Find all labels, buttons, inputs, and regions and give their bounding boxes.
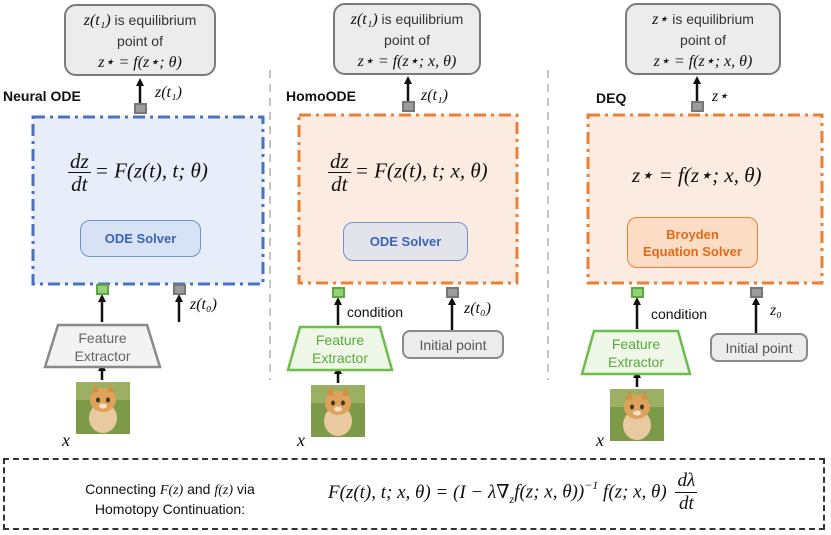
homoode-eq-rhs: = F(z(t), t; x, θ) xyxy=(354,158,488,183)
deq-equilibrium-box: z⋆ is equilibrium point of z⋆ = f(z⋆; x,… xyxy=(625,3,781,75)
homoode-initial-point: Initial point xyxy=(402,330,504,359)
homoode-eq-den: dt xyxy=(331,172,348,196)
deq-initial-port xyxy=(750,287,763,298)
homoode-input-image xyxy=(311,385,365,437)
homotopy-frac-num: dλ xyxy=(675,470,698,493)
deq-title: DEQ xyxy=(596,90,627,106)
neural-ode-top-math1: z(t₁) xyxy=(83,12,111,29)
homotopy-eq-sub: z xyxy=(509,491,515,506)
neural-ode-output-port xyxy=(134,103,147,114)
neural-ode-box xyxy=(31,115,265,286)
homoode-output-port xyxy=(402,101,415,112)
deq-top-text1: is equilibrium xyxy=(668,11,754,27)
neural-ode-top-text1: is equilibrium xyxy=(110,12,197,28)
homotopy-eq-sup: −1 xyxy=(584,477,599,492)
homoode-condition-port xyxy=(332,287,345,298)
deq-solver: Broyden Equation Solver xyxy=(627,217,758,268)
neural-ode-title: Neural ODE xyxy=(3,88,81,104)
neural-ode-initial-port xyxy=(173,284,186,295)
deq-initial-point: Initial point xyxy=(710,333,808,362)
homotopy-text-line2: Homotopy Continuation: xyxy=(94,501,246,517)
deq-extractor-line1: Feature xyxy=(611,336,661,352)
homoode-condition-label: condition xyxy=(347,304,404,320)
deq-input-label: x xyxy=(596,430,604,450)
homotopy-description: Connecting F(z) and f(z) via Homotopy Co… xyxy=(45,480,295,519)
deq-top-math1: z⋆ xyxy=(652,11,669,28)
neural-ode-input-label: x xyxy=(62,430,70,450)
neural-ode-top-math3: z⋆ = f(z⋆; θ) xyxy=(98,54,182,71)
homoode-extractor-shape xyxy=(286,325,394,372)
deq-solver-line1: Broyden xyxy=(666,226,719,242)
deq-input-image xyxy=(610,389,664,441)
homotopy-box xyxy=(3,458,825,530)
homoode-extractor-line1: Feature xyxy=(315,332,365,348)
neural-ode-initial-label: z(t₀) xyxy=(190,296,217,313)
homotopy-text-via: via xyxy=(233,481,255,497)
homotopy-equation: F(z(t), t; x, θ) = (I − λ∇zf(z; x, θ))−1… xyxy=(328,470,701,515)
deq-extractor: Feature Extractor xyxy=(590,335,682,371)
homoode-solver: ODE Solver xyxy=(343,222,468,261)
homotopy-frac-den: dt xyxy=(678,493,694,514)
neural-ode-eq-den: dt xyxy=(71,172,88,196)
neural-ode-eq-rhs: = F(z(t), t; θ) xyxy=(94,158,208,183)
neural-ode-output-label: z(t₁) xyxy=(155,84,182,101)
homoode-title: HomoODE xyxy=(286,88,356,104)
homoode-top-text1: is equilibrium xyxy=(377,11,464,27)
deq-solver-line2: Equation Solver xyxy=(643,243,742,259)
neural-ode-extractor-line1: Feature xyxy=(78,330,127,346)
homoode-extractor: Feature Extractor xyxy=(295,331,385,367)
deq-condition-label: condition xyxy=(651,306,708,322)
neural-ode-top-text2: point of xyxy=(117,33,163,49)
homoode-initial-label: z(t₀) xyxy=(464,300,491,317)
deq-condition-port xyxy=(631,287,644,298)
homoode-extractor-line2: Extractor xyxy=(311,350,368,366)
deq-top-text2: point of xyxy=(680,32,726,48)
homotopy-eq-tail: f(z; x, θ) xyxy=(598,481,667,503)
deq-top-math3: z⋆ = f(z⋆; x, θ) xyxy=(653,53,753,70)
deq-extractor-shape xyxy=(580,329,692,376)
neural-ode-extractor: Feature Extractor xyxy=(55,329,150,365)
homoode-top-math1: z(t₁) xyxy=(350,11,378,28)
homotopy-eq-mid: f(z; x, θ)) xyxy=(514,481,585,503)
homotopy-text-F: F(z) xyxy=(159,483,184,498)
homotopy-text-f: f(z) xyxy=(214,483,234,498)
homoode-eq-num: dz xyxy=(328,149,351,173)
homoode-top-math3: z⋆ = f(z⋆; x, θ) xyxy=(357,53,457,70)
neural-ode-solver: ODE Solver xyxy=(80,220,201,257)
neural-ode-condition-port xyxy=(96,284,109,295)
deq-output-port xyxy=(691,101,704,112)
homoode-top-text2: point of xyxy=(384,32,430,48)
neural-ode-extractor-line2: Extractor xyxy=(74,348,131,364)
homotopy-eq-lhs: F(z(t), t; x, θ) = (I − λ∇ xyxy=(328,482,510,503)
deq-equation: z⋆ = f(z⋆; x, θ) xyxy=(632,163,762,187)
neural-ode-equilibrium-box: z(t₁) is equilibrium point of z⋆ = f(z⋆;… xyxy=(64,4,216,76)
deq-output-label: z⋆ xyxy=(712,88,729,105)
homoode-output-label: z(t₁) xyxy=(421,87,448,104)
homotopy-text-pre: Connecting xyxy=(85,481,160,497)
deq-initial-label: z₀ xyxy=(770,302,782,319)
neural-ode-extractor-shape xyxy=(43,323,162,369)
homoode-input-label: x xyxy=(297,430,305,450)
deq-extractor-line2: Extractor xyxy=(607,354,664,370)
neural-ode-input-image xyxy=(76,382,130,434)
homotopy-text-and: and xyxy=(183,481,215,497)
homoode-equilibrium-box: z(t₁) is equilibrium point of z⋆ = f(z⋆;… xyxy=(333,3,481,75)
neural-ode-eq-num: dz xyxy=(68,149,91,173)
homoode-initial-port xyxy=(446,287,459,298)
